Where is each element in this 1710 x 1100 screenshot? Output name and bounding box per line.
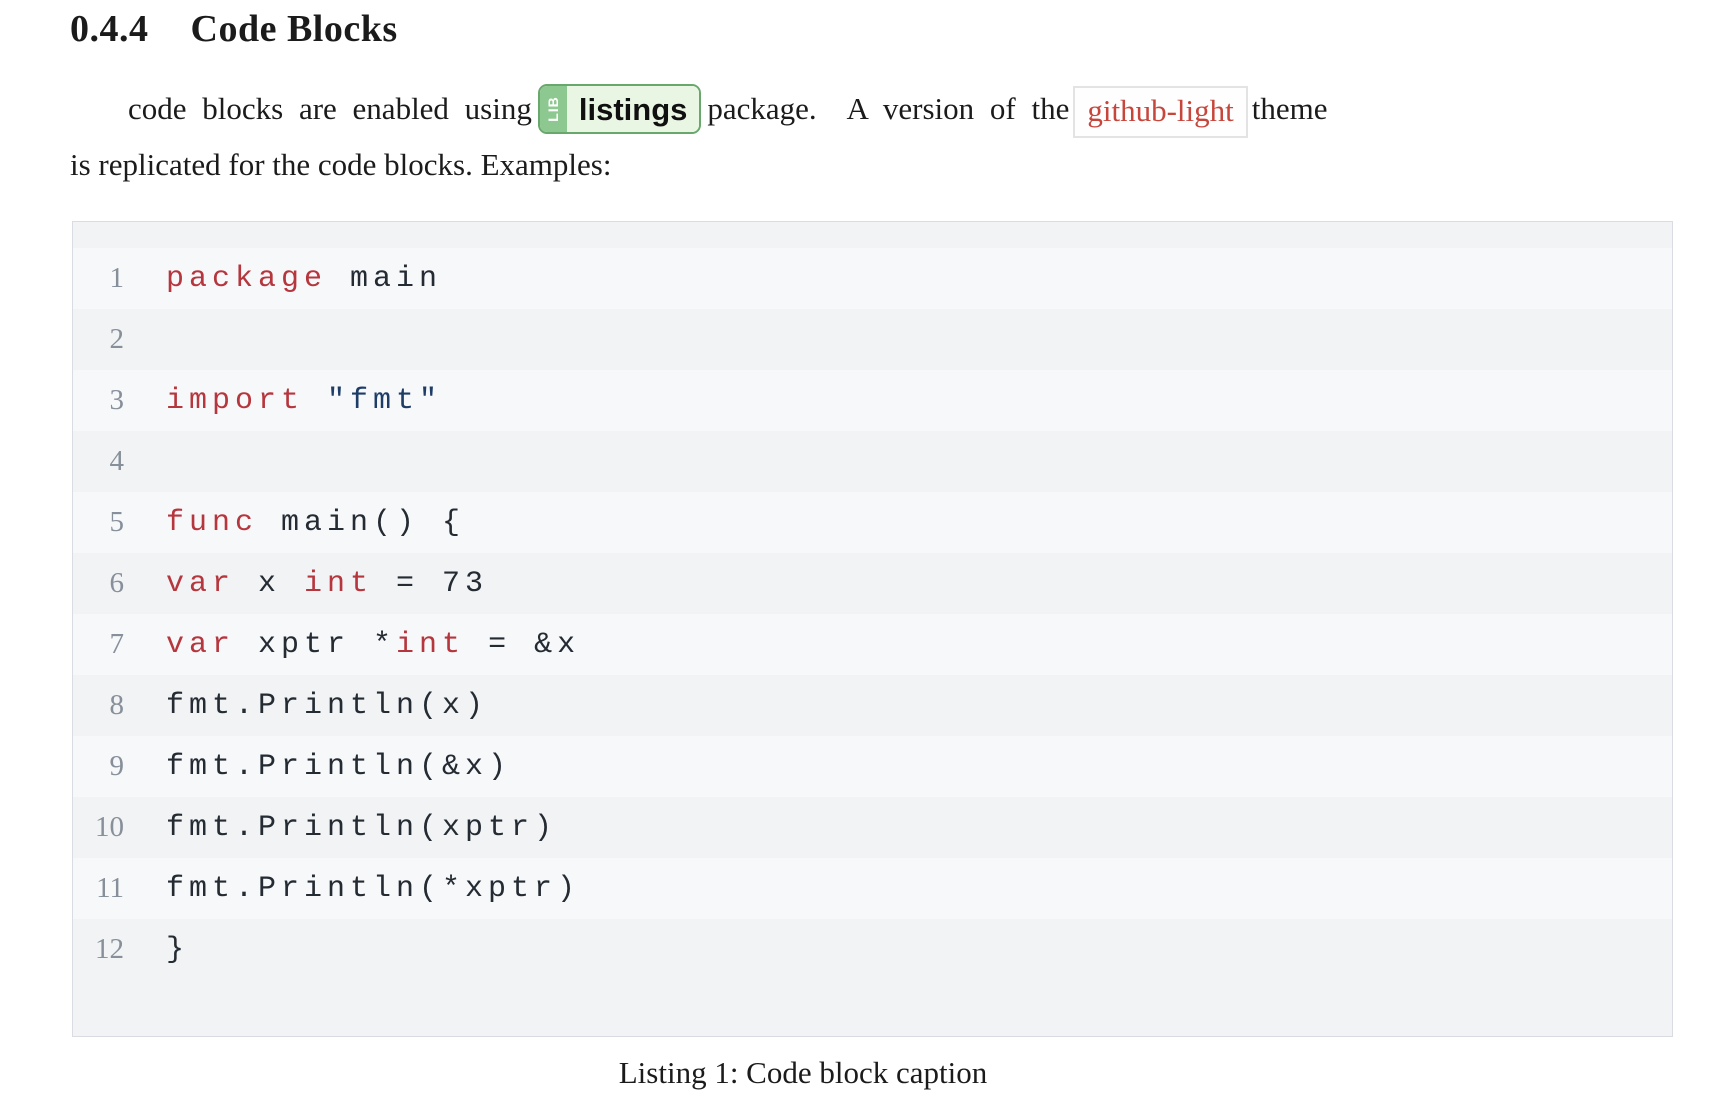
token-plain: xptr * <box>235 627 397 662</box>
token-keyword: func <box>166 505 259 540</box>
paragraph-text: code blocks are enabled using <box>128 91 532 126</box>
token-plain <box>304 384 327 418</box>
paragraph-line-2: is replicated for the code blocks. Examp… <box>70 147 612 182</box>
line-number: 12 <box>95 933 124 965</box>
section-heading: 0.4.4 Code Blocks <box>70 6 1710 52</box>
token-plain: fmt.Println(x) <box>166 688 489 723</box>
section-number: 0.4.4 <box>70 8 149 50</box>
token-string: "fmt" <box>327 383 443 418</box>
code-line-4: 4 <box>73 431 1672 492</box>
line-number: 6 <box>109 567 125 599</box>
line-number: 8 <box>109 689 125 721</box>
line-number: 7 <box>109 628 125 660</box>
code-line-9: 9 fmt.Println(&x) <box>73 736 1672 797</box>
code-line-3: 3 import "fmt" <box>73 370 1672 431</box>
lib-tag: LIB <box>539 86 567 132</box>
code-line-6: 6 var x int = 73 <box>73 553 1672 614</box>
line-number: 5 <box>109 506 125 538</box>
line-number: 9 <box>109 750 125 782</box>
code-text: fmt.Println(&x) <box>166 750 511 784</box>
code-listing-block: 1 package main 2 3 import "fmt" 4 5 func main()… <box>72 221 1673 1037</box>
line-number: 4 <box>109 445 125 477</box>
code-text: fmt.Println(xptr) <box>166 811 557 845</box>
lib-tag-label: LIB <box>545 96 562 122</box>
token-plain: } <box>166 932 190 967</box>
code-text: package main <box>166 262 442 296</box>
code-text: var xptr *int = &x <box>166 628 580 662</box>
package-name-label: listings <box>566 86 700 132</box>
code-line-2: 2 <box>73 309 1672 370</box>
token-plain: main <box>327 261 443 296</box>
theme-name-box: github-light <box>1073 86 1248 138</box>
token-keyword: var <box>166 566 236 601</box>
token-plain: fmt.Println(xptr) <box>166 810 558 845</box>
listing-caption: Listing 1: Code block caption <box>618 1055 988 1090</box>
code-line-10: 10 fmt.Println(xptr) <box>73 797 1672 858</box>
token-keyword: var <box>166 627 236 662</box>
token-plain: = 73 <box>373 566 489 601</box>
token-keyword: import <box>166 383 305 418</box>
code-line-5: 5 func main() { <box>73 492 1672 553</box>
line-number: 1 <box>109 262 125 294</box>
line-number: 10 <box>95 811 124 843</box>
code-line-8: 8 fmt.Println(x) <box>73 675 1672 736</box>
token-plain: main() { <box>258 505 466 540</box>
section-title: Code Blocks <box>190 8 398 50</box>
token-plain: fmt.Println(&x) <box>166 749 512 784</box>
code-line-7: 7 var xptr *int = &x <box>73 614 1672 675</box>
paragraph-text: package. A version of the <box>707 91 1070 126</box>
token-keyword: package <box>166 261 328 296</box>
code-line-12: 12} <box>73 919 1672 980</box>
document-page: 0.4.4 Code Blocks code blocks are enable… <box>0 6 1710 1100</box>
line-number: 2 <box>109 323 125 355</box>
line-number: 3 <box>109 384 125 416</box>
code-text: import "fmt" <box>166 384 442 418</box>
code-line-11: 11 fmt.Println(*xptr) <box>73 858 1672 919</box>
token-plain: x <box>235 566 305 601</box>
code-text: fmt.Println(x) <box>166 689 488 723</box>
code-text: var x int = 73 <box>166 567 488 601</box>
code-text: fmt.Println(*xptr) <box>166 872 580 906</box>
line-number: 11 <box>96 872 124 904</box>
code-text: } <box>166 933 189 967</box>
token-keyword: int <box>396 627 466 662</box>
code-text: func main() { <box>166 506 465 540</box>
code-line-1: 1 package main <box>73 248 1672 309</box>
token-plain: = &x <box>465 627 581 662</box>
token-keyword: int <box>304 566 374 601</box>
token-plain: fmt.Println(*xptr) <box>166 871 581 906</box>
paragraph-text: theme <box>1251 91 1328 126</box>
